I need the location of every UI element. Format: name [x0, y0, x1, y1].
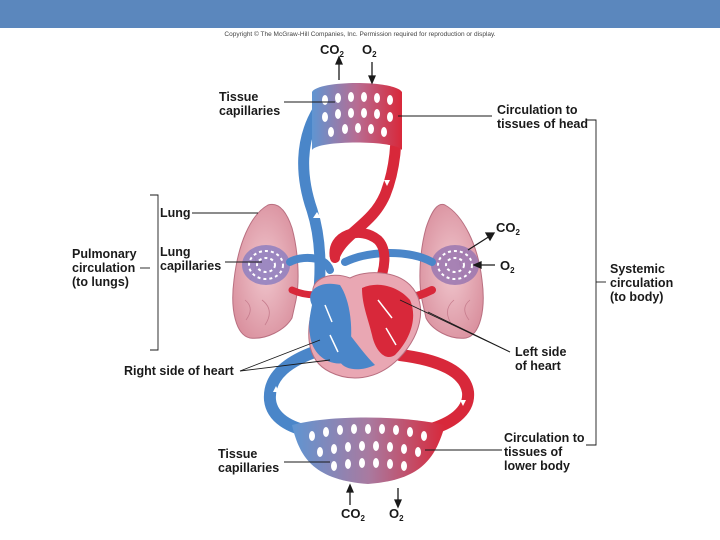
leader-lines [140, 101, 606, 463]
circulation-head-line2: tissues of head [497, 117, 588, 131]
right-heart-label: Right side of heart [124, 364, 235, 378]
pulmonary-line3: (to lungs) [72, 275, 129, 289]
tissue-capillaries-bottom-line2: capillaries [218, 461, 279, 475]
o2-bottom-label: O2 [389, 506, 404, 523]
left-heart-line2: of heart [515, 359, 562, 373]
o2-top-label: O2 [362, 42, 377, 59]
co2-lung-label: CO2 [496, 220, 521, 237]
lung-label: Lung [160, 206, 191, 220]
copyright-notice: Copyright © The McGraw-Hill Companies, I… [224, 31, 496, 38]
head-capillary-bed [312, 83, 402, 150]
circulation-lower-line3: lower body [504, 459, 570, 473]
tissue-capillaries-bottom-line1: Tissue [218, 447, 257, 461]
co2-bottom-label: CO2 [341, 506, 366, 523]
o2-lung-label: O2 [500, 258, 515, 275]
left-atrium-ventricle [362, 284, 414, 358]
systemic-line2: circulation [610, 276, 673, 290]
right-atrium-ventricle [309, 283, 352, 364]
co2-top-label: CO2 [320, 42, 345, 59]
lung-capillaries-line2: capillaries [160, 259, 221, 273]
deoxygenated-vessels [263, 104, 436, 438]
pulmonary-line1: Pulmonary [72, 247, 137, 261]
pulmonary-line2: circulation [72, 261, 135, 275]
slide-header-bar [0, 0, 720, 28]
left-heart-line1: Left side [515, 345, 566, 359]
circulation-lower-line1: Circulation to [504, 431, 585, 445]
gas-arrows [335, 55, 496, 509]
systemic-line3: (to body) [610, 290, 663, 304]
lower-body-capillary-bed [292, 417, 445, 484]
circulation-lower-line2: tissues of [504, 445, 563, 459]
circulation-head-line1: Circulation to [497, 103, 578, 117]
tissue-capillaries-top-line1: Tissue [219, 90, 258, 104]
flow-arrows [273, 180, 466, 406]
tissue-capillaries-top-line2: capillaries [219, 104, 280, 118]
heart [308, 272, 422, 379]
left-lung-capillaries [242, 245, 290, 285]
right-lung-capillaries [431, 245, 479, 285]
systemic-line1: Systemic [610, 262, 665, 276]
lung-capillaries-line1: Lung [160, 245, 191, 259]
